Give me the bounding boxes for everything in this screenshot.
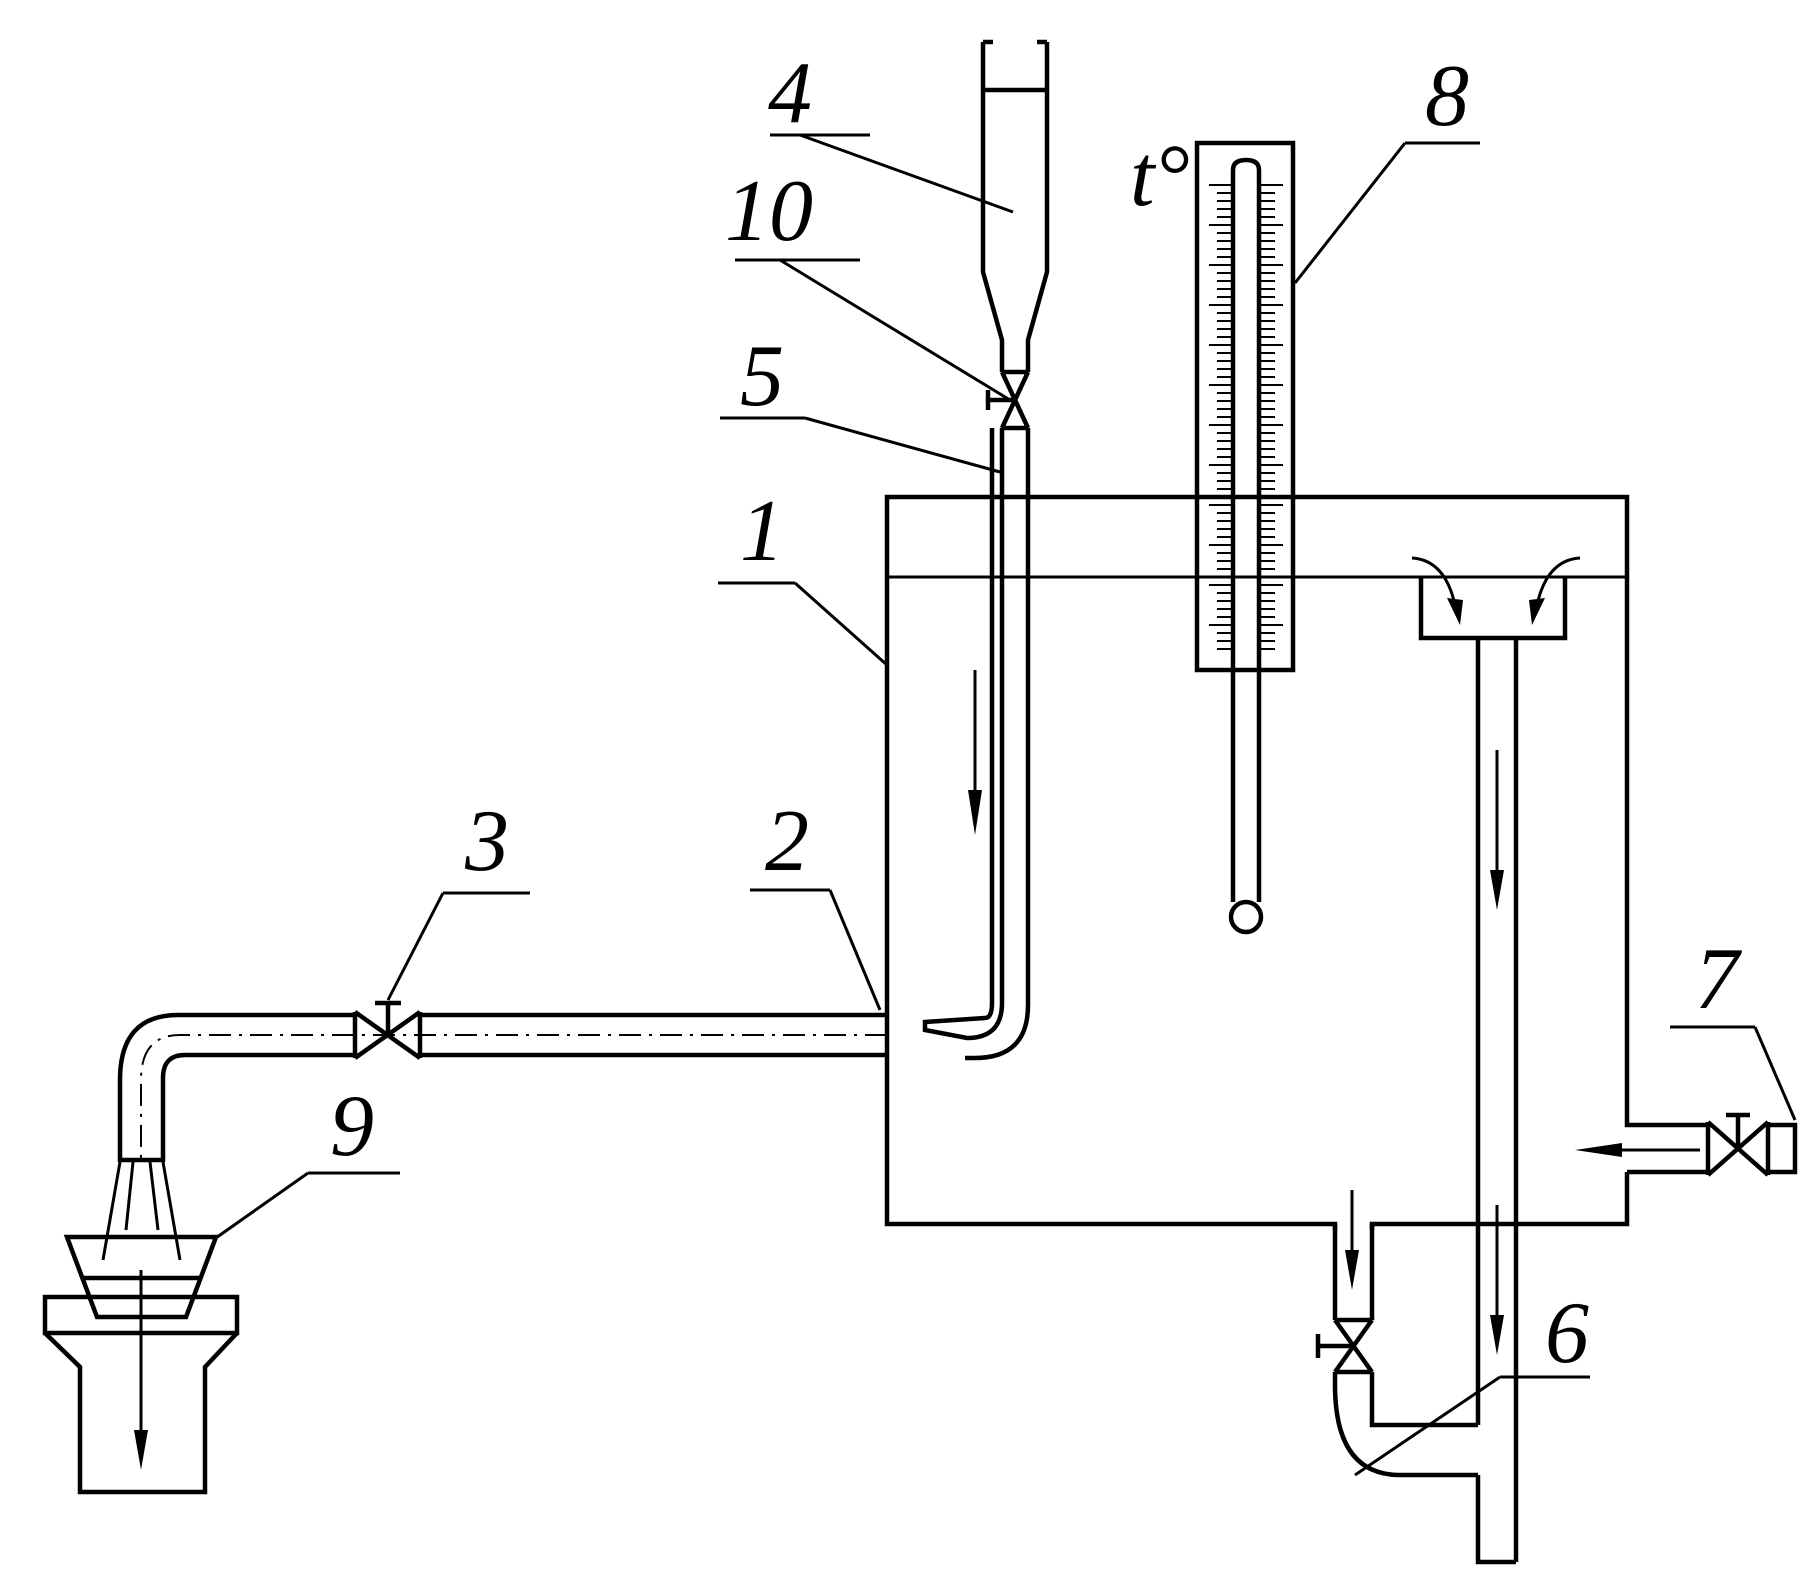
reservoir-assembly [922,39,1050,1061]
inlet-pipe [1624,1110,1798,1175]
overflow-device [1332,577,1568,1565]
flow-arrows [134,556,1700,1470]
valve-3 [352,1000,423,1060]
thermometer-scale [1209,184,1283,650]
leader-lines [212,133,1797,1477]
label-7: 7 [1695,931,1743,1028]
label-8: 8 [1425,48,1469,145]
outlet-pipe [101,1012,887,1261]
valve-7 [1705,1112,1771,1177]
label-5: 5 [740,328,784,425]
label-4: 4 [768,45,812,142]
label-temperature: t° [1130,128,1190,225]
valve-drain [1315,1317,1374,1375]
label-2: 2 [765,793,809,890]
valve-10 [985,369,1031,431]
label-3: 3 [464,793,509,890]
labels: 4 8 t° 10 5 1 3 2 7 9 6 [330,45,1743,1382]
label-9: 9 [330,1078,374,1175]
thermometer [1194,140,1296,935]
label-10: 10 [725,163,813,260]
label-1: 1 [740,483,784,580]
label-6: 6 [1545,1285,1589,1382]
